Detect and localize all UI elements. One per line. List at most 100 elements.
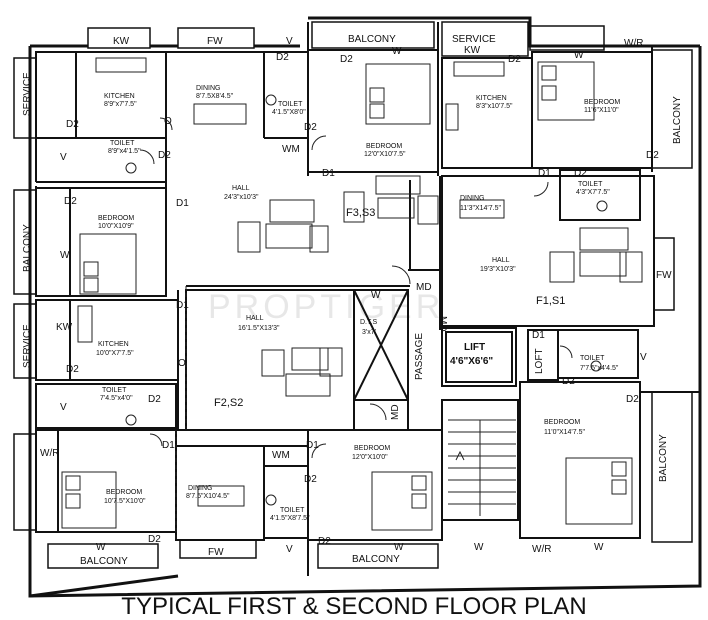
hall-top-size: 24'3"x10'3" [224,194,259,201]
service-label-left: SERVICE [22,324,33,368]
balcony-outlines [13,21,693,569]
hall-top-name: HALL [232,185,250,192]
kitchen-tr-size: 8'3"x10'7.5" [476,103,513,110]
d2-label: D2 [508,54,521,65]
bedroom-bottommid-size: 12'0"X10'0" [352,454,388,461]
toilet-top-size: 4'1.5"X8'0" [272,109,306,116]
kitchen-left-name: KITCHEN [98,341,129,348]
bedroom-br-size: 11'0"X14'7.5" [544,429,586,436]
d1-label: D1 [176,198,189,209]
toilet-left-name: TOILET [110,140,135,147]
kw-label: KW [56,322,73,333]
toilet-bottom-name: TOILET [280,507,305,514]
bedroom-left-size: 10'0"X10'9" [98,223,134,230]
dining-top-size: 8'7.5X8'4.5" [196,93,234,100]
d2-label: D2 [340,54,353,65]
d2-label: D2 [148,394,161,405]
toilet-right-size: 4'3"X7'7.5" [576,189,610,196]
dining-bottom-name: DINING [188,485,213,492]
d2-label: D2 [646,150,659,161]
v-label: V [60,152,67,163]
d2-label: D2 [276,52,289,63]
w-label: W [60,250,70,261]
md-label: MD [416,282,432,293]
lift-size: 4'6"X6'6" [450,356,493,367]
bedroom-left-name: BEDROOM [98,215,134,222]
wm-label: WM [282,144,300,155]
kitchen-tl-name: KITCHEN [104,93,135,100]
lift-label: LIFT [464,342,485,353]
loft-label: LOFT [534,348,545,374]
toilet-right-name: TOILET [578,181,603,188]
d1-label: D1 [322,168,335,179]
wm-label: WM [272,450,290,461]
d2-label: D2 [574,168,587,179]
flat-label-f1: F1,S1 [536,295,565,307]
hall-right-name: HALL [492,257,510,264]
bedroom-tr-size: 11'6"X11'0" [584,107,619,114]
wr-label: W/R [532,544,551,555]
plan-title: TYPICAL FIRST & SECOND FLOOR PLAN [121,593,586,620]
dts-name: D.T.S [360,319,377,326]
kitchen-tr-name: KITCHEN [476,95,507,102]
d1-label: D1 [176,300,189,311]
w-label: W [371,290,381,301]
d2-label: D2 [158,150,171,161]
service-label: SERVICE [452,34,496,45]
dining-top-name: DINING [196,85,221,92]
passage-label: PASSAGE [414,333,425,380]
bedroom-tr-name: BEDROOM [584,99,620,106]
d2-label: D2 [148,534,161,545]
balcony-label-br: BALCONY [658,434,669,482]
balcony-label-bl: BALCONY [80,556,128,567]
v-label: V [60,402,67,413]
w-label: W [392,46,402,57]
md-label-rot: MD [437,316,448,332]
kitchen-left-size: 10'0"X7'7.5" [96,350,134,357]
dining-right-name: DINING [460,195,485,202]
bedroom-br-name: BEDROOM [544,419,580,426]
wr-label: W/R [40,448,59,459]
d2-label: D2 [562,376,575,387]
toilet-top-name: TOILET [278,101,303,108]
dining-right-size: 11'3"X14'7.5" [460,205,502,212]
toilet-lift-size: 7'7.5"x4'4.5" [580,365,619,372]
md-label-rot2: MD [390,404,401,420]
w-label: W [474,542,484,553]
toilet-bottom-size: 4'1.5"X8'7.5" [270,515,310,522]
hall-mid-size: 16'1.5"X13'3" [238,325,280,332]
toilet-left-low-name: TOILET [102,387,127,394]
kitchen-tl-size: 8'9"x7'7.5" [104,101,137,108]
d1-label: D1 [162,440,175,451]
flat-label-f3: F3,S3 [346,207,375,219]
balcony-label-left: BALCONY [22,224,33,272]
w-label: W [394,542,404,553]
bedroom-bl-name: BEDROOM [106,489,142,496]
fw-label: FW [208,547,224,558]
d2-label: D2 [304,474,317,485]
balcony-label: BALCONY [348,34,396,45]
bedroom-bottommid-name: BEDROOM [354,445,390,452]
exterior-walls [28,16,702,598]
fw-label: FW [207,36,223,47]
bedroom-bl-size: 10'7.5"X10'0" [104,498,146,505]
toilet-left-size: 8'9"x4'1.5" [108,148,141,155]
service-label-tl: SERVICE [22,72,33,116]
fw-label: FW [656,270,672,281]
o-label: O [178,358,186,369]
v-label: V [286,544,293,555]
o-label: O [164,116,172,127]
kw-label: KW [113,36,130,47]
w-label: W [574,50,584,61]
w-label: W [96,542,106,553]
wr-label: W/R [624,38,643,49]
d2-label: D2 [64,196,77,207]
w-label: W [594,542,604,553]
dining-bottom-size: 8'7.5"X10'4.5" [186,493,230,500]
d1-label: D1 [306,440,319,451]
kw-label: KW [464,45,481,56]
flat-label-f2: F2,S2 [214,397,243,409]
d2-label: D2 [304,122,317,133]
d1-label: D1 [538,168,551,179]
